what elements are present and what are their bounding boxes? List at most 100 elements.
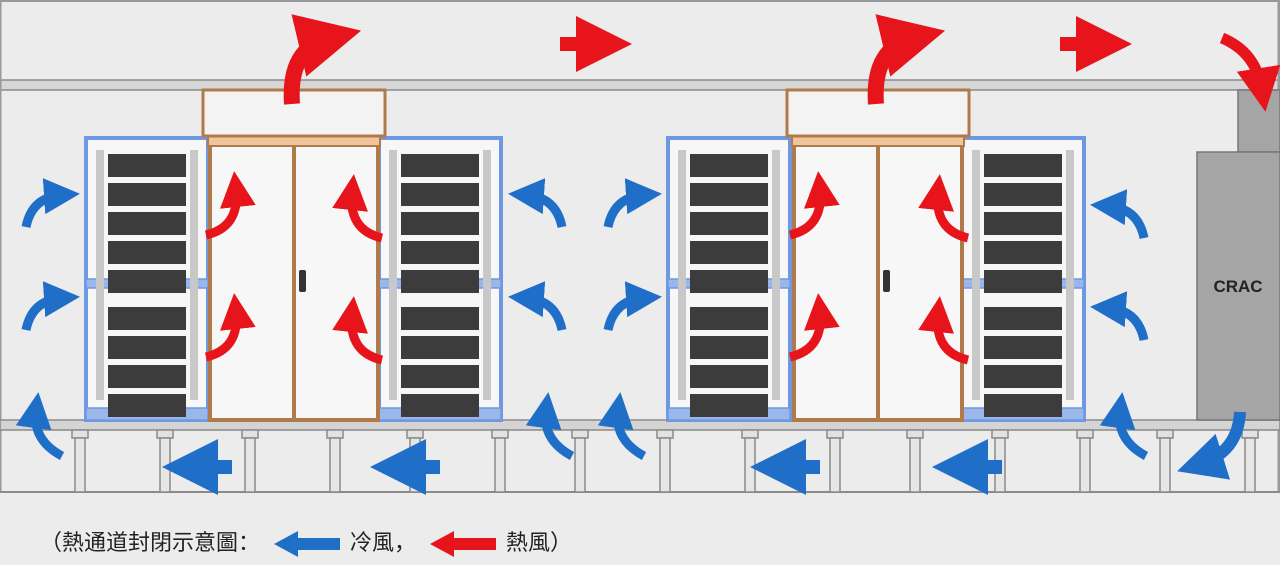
- pedestal-cap: [71, 429, 89, 439]
- cold-air-intake-arrow: [1090, 189, 1149, 240]
- hot-air-exhaust-arrow: [918, 296, 970, 365]
- server-unit: [108, 270, 186, 293]
- legend-prefix: （熱通道封閉示意圖：: [40, 531, 261, 556]
- legend: （熱通道封閉示意圖： 冷風， 熱風）: [40, 524, 572, 564]
- server-unit: [984, 336, 1062, 359]
- server-unit: [401, 365, 479, 388]
- pedestal-cap: [1241, 429, 1259, 439]
- server-unit: [690, 154, 768, 177]
- pedestal-cap: [156, 429, 174, 439]
- pedestal-post: [1244, 437, 1256, 493]
- pedestal-post: [74, 437, 86, 493]
- pedestal-cap: [991, 429, 1009, 439]
- server-unit: [401, 241, 479, 264]
- server-unit: [984, 307, 1062, 330]
- server-unit: [108, 365, 186, 388]
- crac-label: CRAC: [1213, 277, 1262, 296]
- pedestal-cap: [1156, 429, 1174, 439]
- pedestal-cap: [826, 429, 844, 439]
- hot-air-ceiling-arrow: [867, 14, 946, 105]
- cold-air-intake-arrow: [21, 281, 80, 332]
- server-unit: [108, 307, 186, 330]
- server-unit: [108, 336, 186, 359]
- server-unit: [984, 154, 1062, 177]
- server-unit: [984, 212, 1062, 235]
- cold-air-intake-arrow: [603, 281, 662, 332]
- rack-group: [84, 88, 1086, 422]
- server-unit: [108, 154, 186, 177]
- hot-air-exhaust-arrow: [788, 171, 840, 240]
- red-arrow-left-icon: [430, 531, 497, 557]
- hot-air-exhaust-arrow: [918, 174, 970, 243]
- pedestal-cap: [1076, 429, 1094, 439]
- cold-air-intake-arrow: [603, 178, 662, 229]
- server-unit: [108, 183, 186, 206]
- server-unit: [108, 394, 186, 417]
- door-handle: [299, 270, 306, 292]
- pedestal-cap: [906, 429, 924, 439]
- cold-air-rising-arrow: [525, 392, 575, 460]
- pedestal-cap: [571, 429, 589, 439]
- server-rack: [377, 136, 503, 422]
- legend-hot-label: 熱風）: [506, 531, 573, 556]
- cold-air-intake-arrow: [508, 178, 567, 229]
- server-unit: [690, 212, 768, 235]
- server-unit: [401, 270, 479, 293]
- server-unit: [108, 241, 186, 264]
- door-handle: [883, 270, 890, 292]
- server-unit: [984, 270, 1062, 293]
- raised-floor: [0, 419, 1280, 431]
- pedestal-post: [829, 437, 841, 493]
- pedestal-cap: [656, 429, 674, 439]
- cold-air-rising-arrow: [1099, 392, 1149, 460]
- legend-cold-label: 冷風，: [350, 531, 417, 556]
- server-unit: [690, 307, 768, 330]
- server-rack: [666, 136, 792, 422]
- pedestal-cap: [741, 429, 759, 439]
- server-unit: [401, 212, 479, 235]
- cold-air-intake-arrow: [508, 281, 567, 332]
- pedestal-post: [574, 437, 586, 493]
- pedestal-post: [909, 437, 921, 493]
- crac-unit: CRAC: [1196, 89, 1280, 421]
- server-rack: [960, 136, 1086, 422]
- airflow-arrows: [15, 14, 1280, 495]
- server-unit: [401, 394, 479, 417]
- cold-air-intake-arrow: [1090, 291, 1149, 342]
- hot-aisle-door: [791, 135, 965, 422]
- server-unit: [401, 336, 479, 359]
- server-unit: [108, 212, 186, 235]
- server-unit: [984, 365, 1062, 388]
- server-unit: [401, 307, 479, 330]
- pedestal-post: [1159, 437, 1171, 493]
- blue-arrow-left-icon: [274, 531, 341, 557]
- hot-air-ceiling-arrow: [283, 14, 362, 105]
- pedestal-post: [659, 437, 671, 493]
- cold-air-rising-arrow: [597, 392, 647, 460]
- pedestal-cap: [241, 429, 259, 439]
- floor-pedestals: [71, 429, 1259, 493]
- server-unit: [690, 241, 768, 264]
- server-unit: [984, 394, 1062, 417]
- hot-aisle-door: [207, 135, 381, 422]
- cold-air-intake-arrow: [21, 178, 80, 229]
- pedestal-post: [244, 437, 256, 493]
- pedestal-cap: [491, 429, 509, 439]
- pedestal-post: [159, 437, 171, 493]
- pedestal-post: [744, 437, 756, 493]
- server-unit: [984, 241, 1062, 264]
- hot-air-exhaust-arrow: [204, 293, 256, 362]
- server-rack: [84, 136, 210, 422]
- pedestal-cap: [406, 429, 424, 439]
- hot-air-exhaust-arrow: [332, 296, 384, 365]
- server-unit: [690, 394, 768, 417]
- hot-air-exhaust-arrow: [332, 174, 384, 243]
- ceiling-plenum: [0, 79, 1280, 91]
- crac-supply-arrow: [1177, 411, 1246, 480]
- pedestal-cap: [326, 429, 344, 439]
- server-unit: [690, 270, 768, 293]
- server-unit: [690, 365, 768, 388]
- server-unit: [690, 336, 768, 359]
- hot-air-exhaust-arrow: [204, 171, 256, 240]
